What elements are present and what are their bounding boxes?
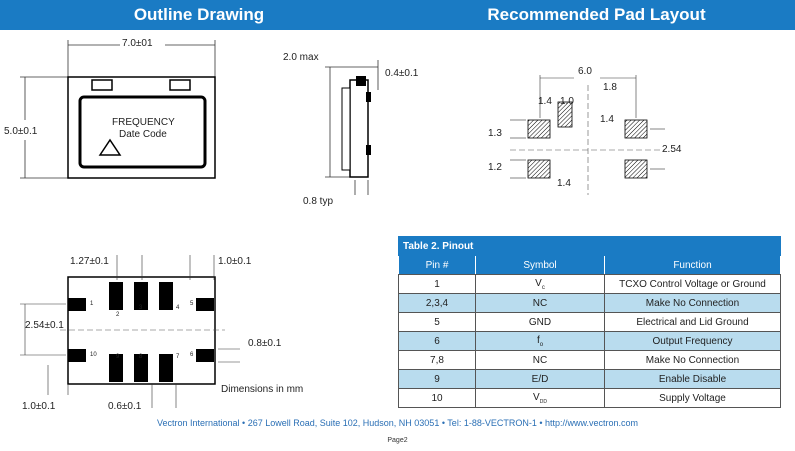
function-cell: Enable Disable — [604, 369, 781, 389]
table-row: 6 fo Output Frequency — [398, 331, 781, 351]
footer-contact: Vectron International • 267 Lowell Road,… — [156, 418, 639, 428]
col-symbol: Symbol — [475, 255, 605, 275]
pad-dim-1-8: 1.8 — [603, 82, 617, 93]
marking-date-code: Date Code — [119, 129, 167, 140]
side-height-label: 2.0 max — [283, 52, 319, 63]
pad-dim-1-4b: 1.4 — [600, 114, 614, 125]
pin-cell: 1 — [398, 274, 476, 294]
side-pad-label: 0.4±0.1 — [385, 68, 419, 79]
pin-label: 5 — [190, 301, 194, 307]
pad-dim-1-2: 1.2 — [488, 162, 502, 173]
outline-side-view — [325, 60, 379, 195]
pin-cell: 9 — [398, 369, 476, 389]
pad-dim-1-3: 1.3 — [488, 128, 502, 139]
pin-label: 2 — [116, 312, 120, 318]
pad-dim-6: 6.0 — [578, 66, 592, 77]
function-cell: Electrical and Lid Ground — [604, 312, 781, 332]
pad-layout-header: Recommended Pad Layout — [398, 0, 795, 30]
symbol-cell: Vc — [475, 274, 605, 294]
pad-dim-1-4a: 1.4 — [538, 96, 552, 107]
outline-drawing-header: Outline Drawing — [0, 0, 398, 30]
bottom-pad-width-dim: 1.0±0.1 — [218, 256, 252, 267]
outline-top-view — [20, 40, 216, 179]
outline-width-dim: 7.0±01 — [122, 38, 153, 49]
bottom-pitch-dim: 1.27±0.1 — [70, 256, 109, 267]
pinout-table: Table 2. Pinout Pin # Symbol Function 1 … — [398, 236, 781, 408]
pin-cell: 5 — [398, 312, 476, 332]
pin-label: 6 — [190, 352, 194, 358]
pin-label: 8 — [139, 354, 143, 360]
side-bottom-label: 0.8 typ — [303, 196, 334, 207]
pin-label: 4 — [176, 305, 180, 311]
pin-cell: 10 — [398, 388, 476, 408]
pin-label: 3 — [139, 305, 143, 311]
table-row: 2,3,4 NC Make No Connection — [398, 293, 781, 313]
function-cell: TCXO Control Voltage or Ground — [604, 274, 781, 294]
page-number: Page2 — [387, 437, 408, 444]
pin-cell: 6 — [398, 331, 476, 351]
bottom-pad-h-dim: 0.6±0.1 — [108, 401, 142, 412]
pin-label: 10 — [90, 352, 97, 358]
bottom-row-gap-dim: 2.54±0.1 — [25, 320, 64, 331]
pin-label: 7 — [176, 354, 180, 360]
bottom-view-drawing — [20, 255, 240, 408]
symbol-cell: VDD — [475, 388, 605, 408]
symbol-cell: E/D — [475, 369, 605, 389]
function-cell: Supply Voltage — [604, 388, 781, 408]
marking-frequency: FREQUENCY — [112, 117, 175, 128]
symbol-cell: fo — [475, 331, 605, 351]
table-row: 7,8 NC Make No Connection — [398, 350, 781, 370]
table-row: 10 VDD Supply Voltage — [398, 388, 781, 408]
function-cell: Make No Connection — [604, 293, 781, 313]
table-row: 5 GND Electrical and Lid Ground — [398, 312, 781, 332]
pin-cell: 2,3,4 — [398, 293, 476, 313]
units-note: Dimensions in mm — [221, 384, 304, 395]
table-row: 9 E/D Enable Disable — [398, 369, 781, 389]
table-row: 1 Vc TCXO Control Voltage or Ground — [398, 274, 781, 294]
outline-height-dim: 5.0±0.1 — [4, 126, 38, 137]
symbol-cell: GND — [475, 312, 605, 332]
symbol-cell: NC — [475, 350, 605, 370]
col-pin: Pin # — [398, 255, 476, 275]
pad-dim-1-0: 1.0 — [560, 96, 574, 107]
pin-label: 9 — [116, 354, 120, 360]
bottom-pad-len-dim: 0.8±0.1 — [248, 338, 282, 349]
col-function: Function — [604, 255, 781, 275]
pad-dim-1-4c: 1.4 — [557, 178, 571, 189]
pin-cell: 7,8 — [398, 350, 476, 370]
pinout-caption: Table 2. Pinout — [398, 236, 781, 256]
function-cell: Output Frequency — [604, 331, 781, 351]
pin-label: 1 — [90, 301, 94, 307]
bottom-edge-dim: 1.0±0.1 — [22, 401, 56, 412]
pad-dim-2-54: 2.54 — [662, 144, 682, 155]
function-cell: Make No Connection — [604, 350, 781, 370]
pad-layout-drawing — [510, 75, 665, 195]
symbol-cell: NC — [475, 293, 605, 313]
